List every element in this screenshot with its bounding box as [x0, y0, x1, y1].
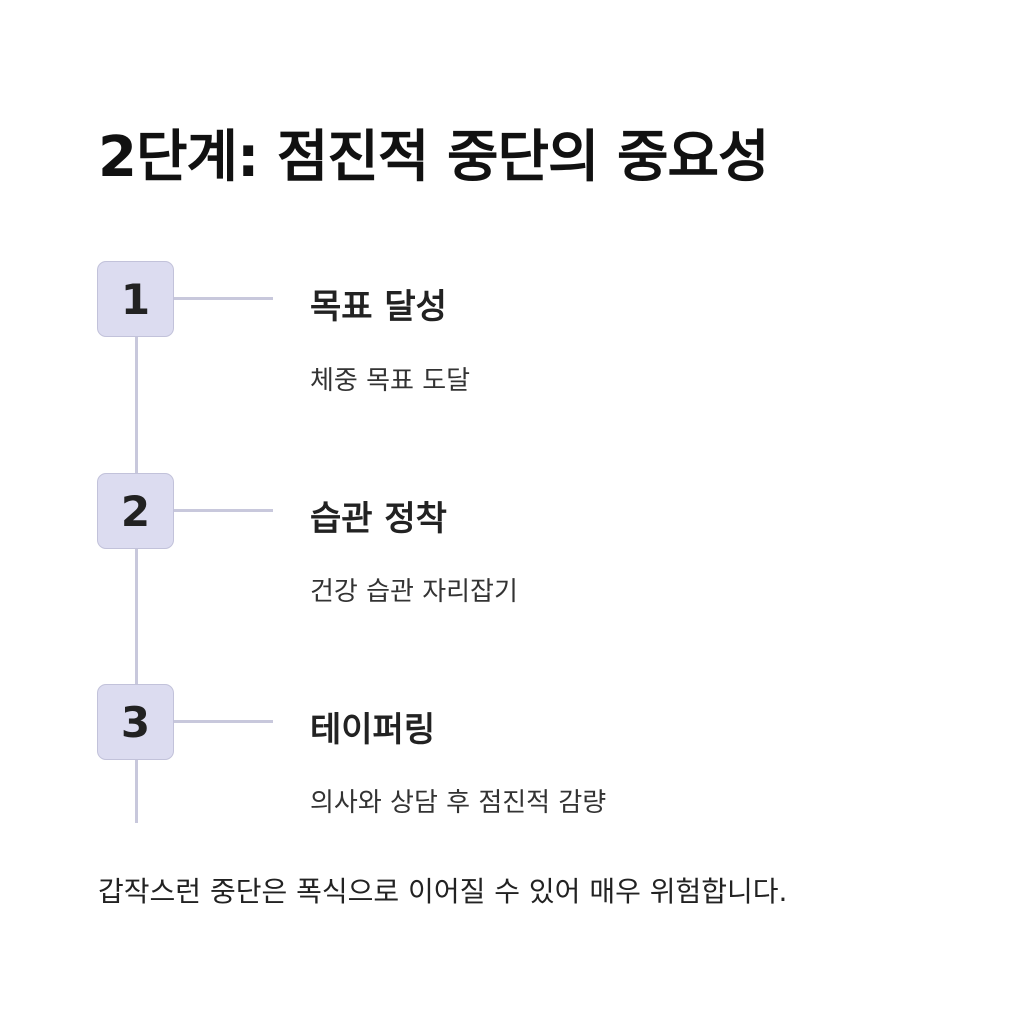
step-2-number: 2 [97, 473, 174, 549]
step-3-connector [174, 720, 273, 723]
step-3-title: 테이퍼링 [310, 710, 436, 750]
step-1-number: 1 [97, 261, 174, 337]
page-title: 2단계: 점진적 중단의 중요성 [98, 125, 770, 190]
timeline-line [135, 337, 138, 823]
step-1-desc: 체중 목표 도달 [310, 366, 471, 396]
step-3-number: 3 [97, 684, 174, 760]
step-1-title: 목표 달성 [310, 287, 447, 327]
warning-note: 갑작스런 중단은 폭식으로 이어질 수 있어 매우 위험합니다. [98, 875, 788, 908]
step-1-connector [174, 297, 273, 300]
step-2-title: 습관 정착 [310, 499, 447, 539]
step-3-desc: 의사와 상담 후 점진적 감량 [310, 788, 607, 818]
step-2-desc: 건강 습관 자리잡기 [310, 577, 518, 607]
step-2-connector [174, 509, 273, 512]
